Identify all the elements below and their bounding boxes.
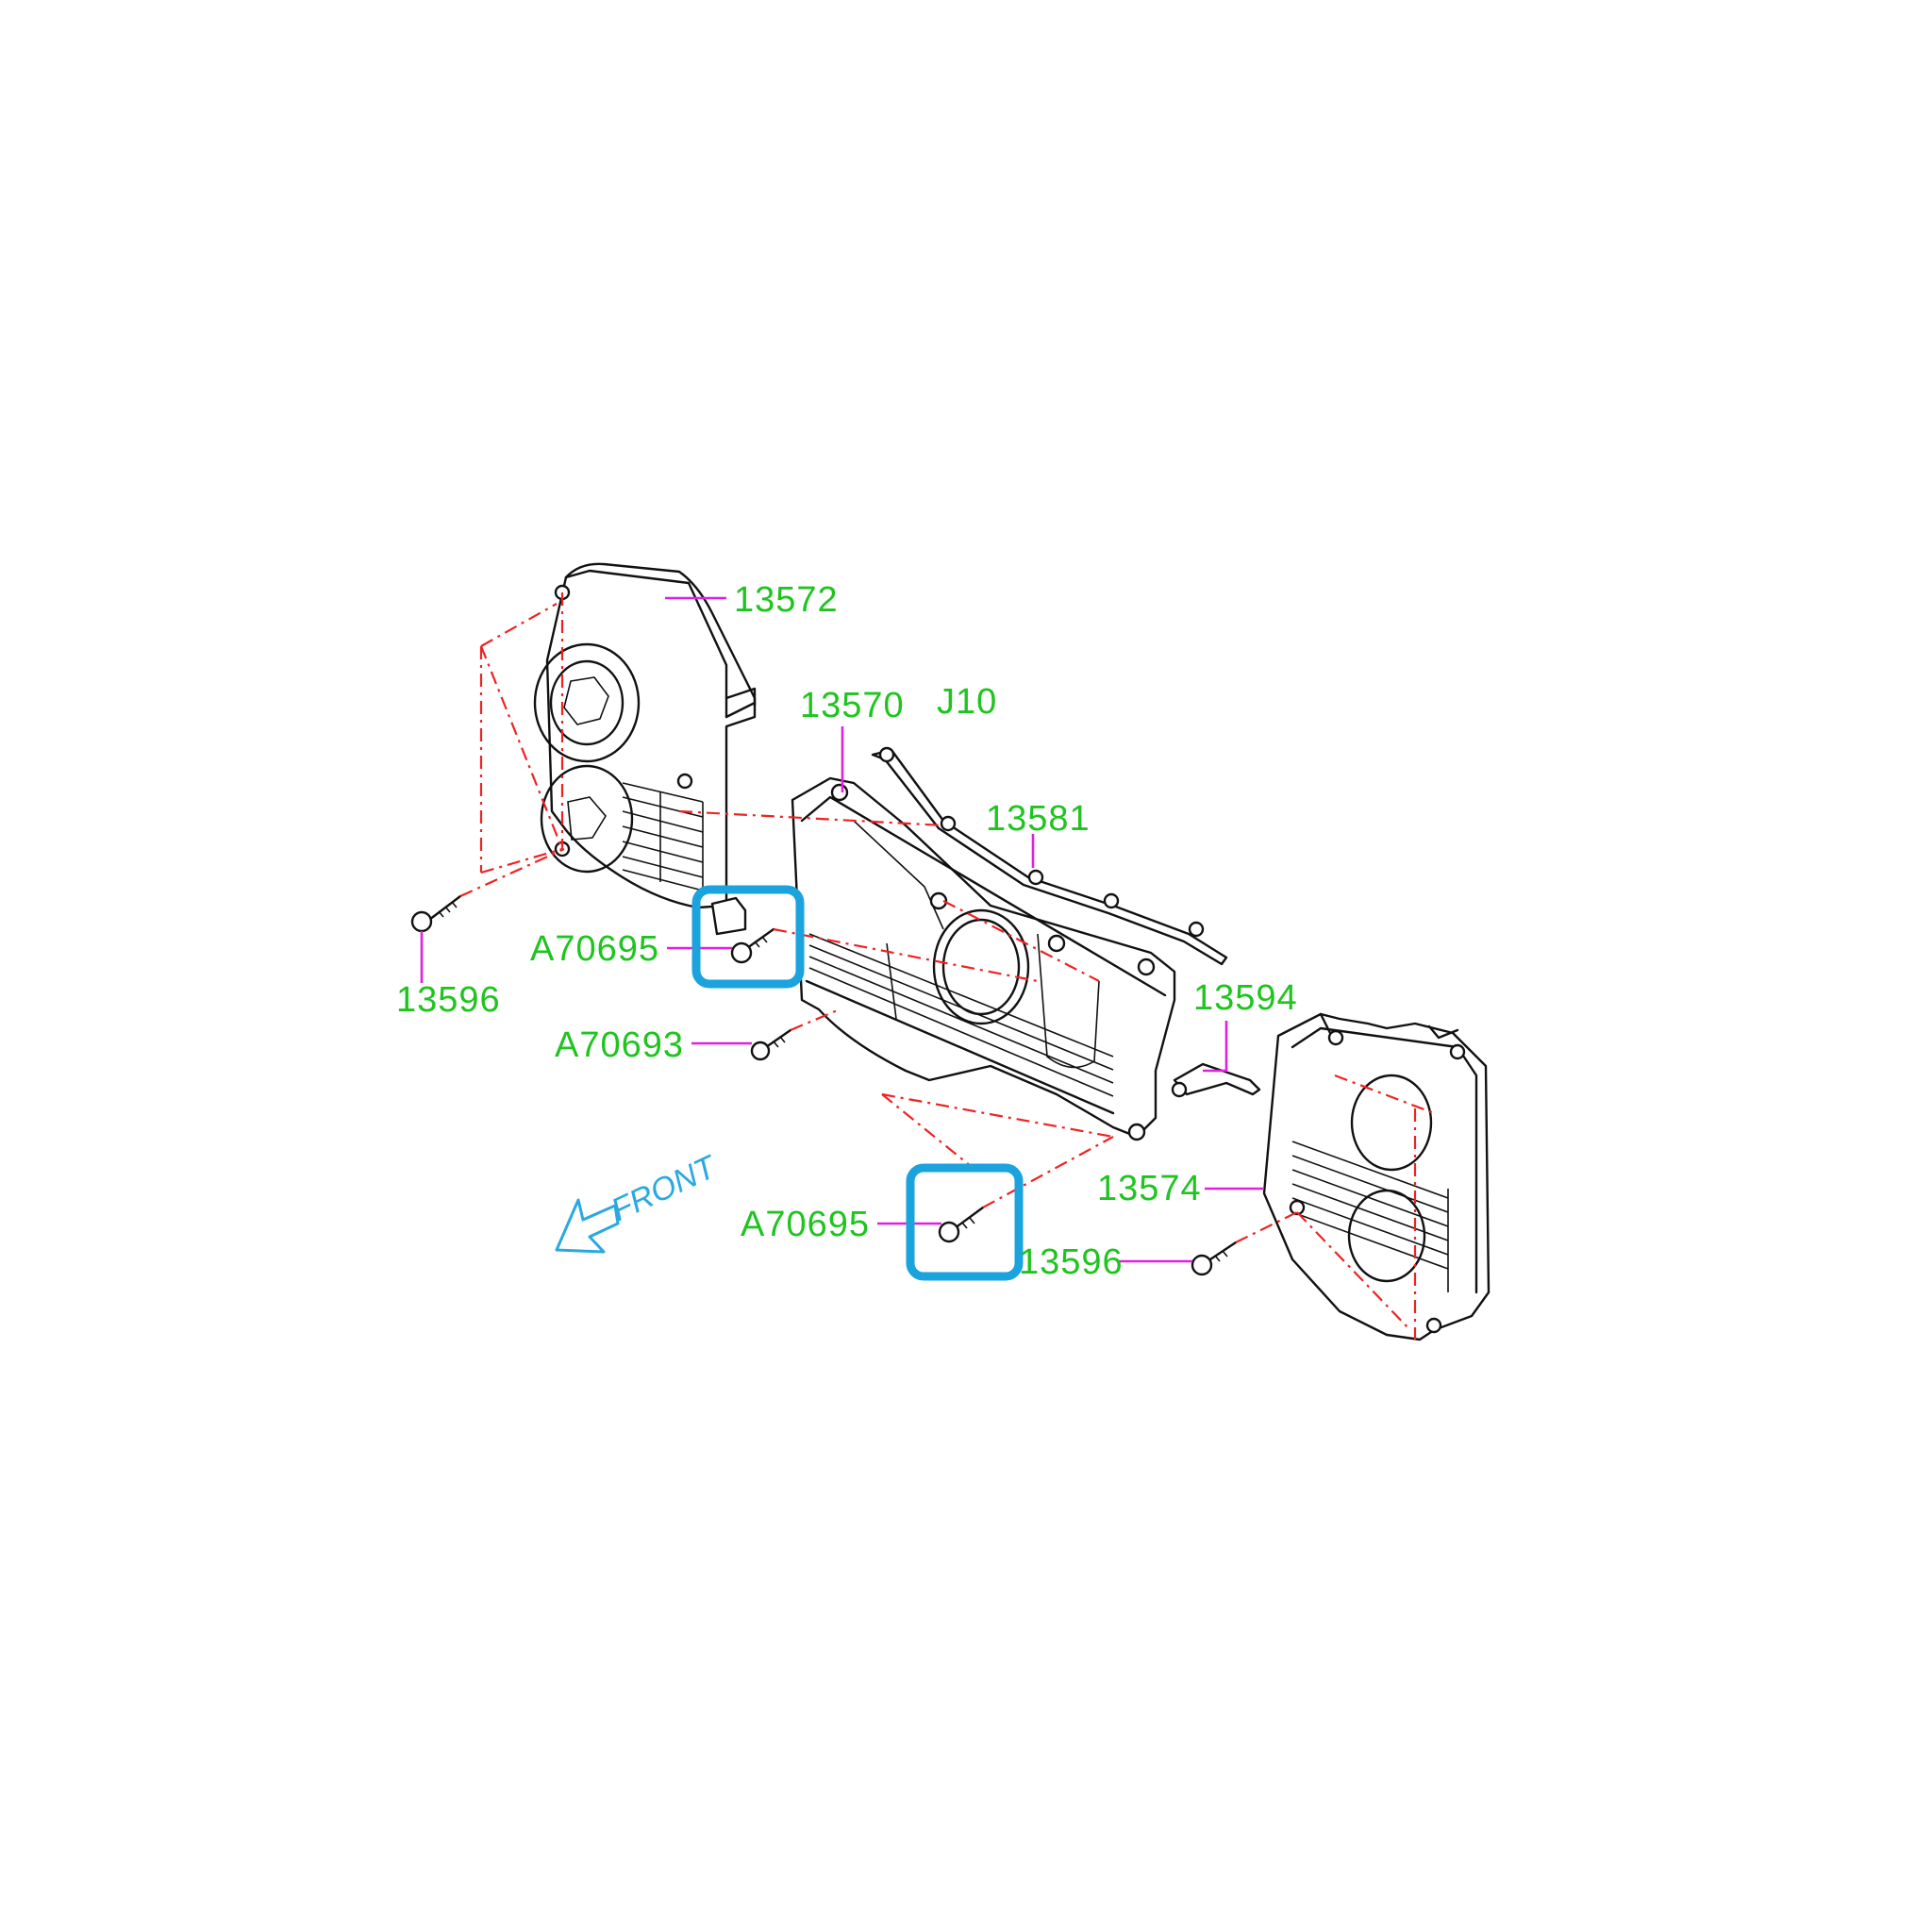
front-direction-arrow: FRONT: [555, 1148, 724, 1254]
label-a70695-upper: A70695: [530, 929, 659, 969]
bolt-13596-right: [1191, 1241, 1238, 1276]
bolt-a70695-upper: [710, 896, 775, 964]
label-13570: 13570: [800, 686, 905, 725]
label-13596-right: 13596: [1019, 1242, 1124, 1282]
label-13596-left: 13596: [396, 980, 501, 1020]
seal-strip: [1171, 1062, 1261, 1098]
front-arrow-icon: [555, 1198, 620, 1254]
label-13594: 13594: [1193, 978, 1298, 1018]
front-label: FRONT: [606, 1148, 723, 1228]
highlight-box-upper: [691, 885, 805, 989]
leader-lines: [420, 596, 1264, 1263]
label-a70695-lower: A70695: [741, 1205, 870, 1244]
left-timing-belt-cover: [533, 562, 757, 909]
center-belt-cover: [791, 776, 1176, 1141]
label-a70693: A70693: [555, 1025, 684, 1065]
bolt-a70693: [750, 1028, 792, 1061]
part-labels: 13572 13570 J10 13581 13594 13596 A70695…: [396, 580, 1298, 1282]
label-13574: 13574: [1097, 1169, 1202, 1208]
right-timing-belt-cover: [1262, 1012, 1491, 1341]
label-j10: J10: [937, 682, 997, 722]
bolt-a70695-lower: [938, 1206, 985, 1243]
label-13581: 13581: [986, 799, 1091, 839]
bolt-13596-left: [410, 894, 462, 933]
highlight-box-lower: [906, 1163, 1024, 1281]
gasket: [871, 746, 1228, 966]
label-13572: 13572: [734, 580, 839, 620]
phantom-lines: [459, 592, 1435, 1340]
